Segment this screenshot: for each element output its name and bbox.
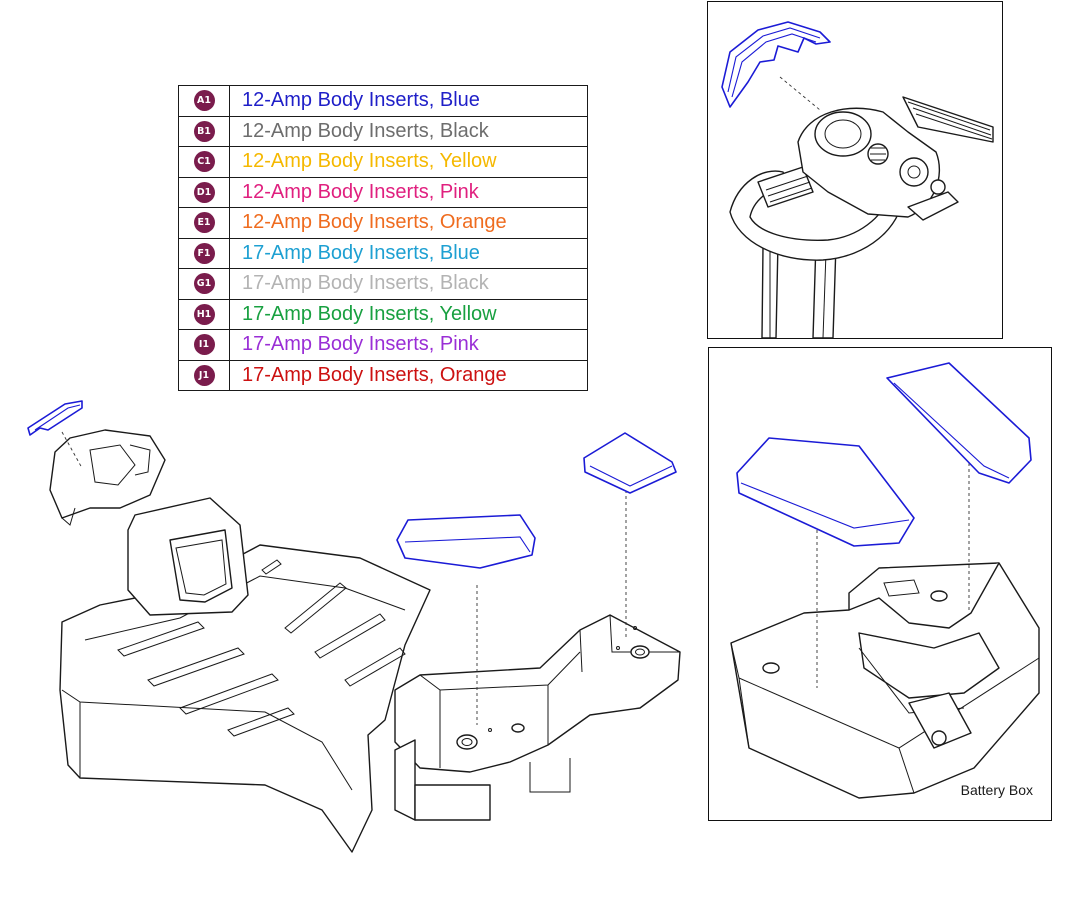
part-description: 17-Amp Body Inserts, Blue (229, 237, 588, 269)
part-code-badge: E1 (193, 212, 215, 234)
battery-box-caption: Battery Box (960, 782, 1033, 798)
tiller-insert-part (27, 400, 83, 436)
legend-row: G1 17-Amp Body Inserts, Black (178, 268, 588, 300)
battery-box-panel: Battery Box (708, 347, 1052, 821)
part-code-badge: A1 (193, 90, 215, 112)
floor-ribs (117, 559, 406, 737)
battery-lid-front (736, 437, 915, 547)
tiller-drawing (721, 21, 994, 339)
legend-row: F1 17-Amp Body Inserts, Blue (178, 237, 588, 269)
part-description: 12-Amp Body Inserts, Orange (229, 207, 588, 239)
tiller-insert-blue (721, 21, 831, 108)
part-code-badge: B1 (193, 120, 215, 142)
part-description: 12-Amp Body Inserts, Black (229, 115, 588, 147)
part-code-badge: C1 (193, 151, 215, 173)
scooter-frame-drawing (27, 400, 681, 853)
key-switch (899, 157, 929, 187)
rear-insert-small (396, 514, 536, 569)
legend-row: E1 12-Amp Body Inserts, Orange (178, 207, 588, 239)
legend-row: J1 17-Amp Body Inserts, Orange (178, 359, 588, 391)
battery-box-drawing (730, 362, 1040, 799)
tiller-head (49, 429, 166, 519)
legend-row: D1 12-Amp Body Inserts, Pink (178, 176, 588, 208)
part-code-badge: I1 (193, 334, 215, 356)
handle-grip-left (757, 166, 814, 208)
part-code-badge: F1 (193, 242, 215, 264)
rear-insert-right (583, 432, 677, 494)
battery-lid-rear (886, 362, 1032, 484)
part-description: 17-Amp Body Inserts, Yellow (229, 298, 588, 330)
legend-row: C1 12-Amp Body Inserts, Yellow (178, 146, 588, 178)
part-code-badge: H1 (193, 303, 215, 325)
part-code-badge: D1 (193, 181, 215, 203)
part-code-badge: G1 (193, 273, 215, 295)
legend-row: A1 12-Amp Body Inserts, Blue (178, 85, 588, 117)
part-description: 17-Amp Body Inserts, Pink (229, 329, 588, 361)
tiller-detail-panel (707, 1, 1003, 339)
part-description: 12-Amp Body Inserts, Yellow (229, 146, 588, 178)
part-description: 12-Amp Body Inserts, Blue (229, 85, 588, 117)
legend-row: H1 17-Amp Body Inserts, Yellow (178, 298, 588, 330)
legend-row: I1 17-Amp Body Inserts, Pink (178, 329, 588, 361)
shroud-panel (169, 529, 233, 603)
display-dome (814, 111, 872, 157)
part-description: 17-Amp Body Inserts, Orange (229, 359, 588, 391)
part-code-badge: J1 (193, 364, 215, 386)
battery-box-handle (858, 632, 1000, 699)
part-description: 12-Amp Body Inserts, Pink (229, 176, 588, 208)
rear-frame (394, 614, 681, 773)
legend-row: B1 12-Amp Body Inserts, Black (178, 115, 588, 147)
part-description: 17-Amp Body Inserts, Black (229, 268, 588, 300)
